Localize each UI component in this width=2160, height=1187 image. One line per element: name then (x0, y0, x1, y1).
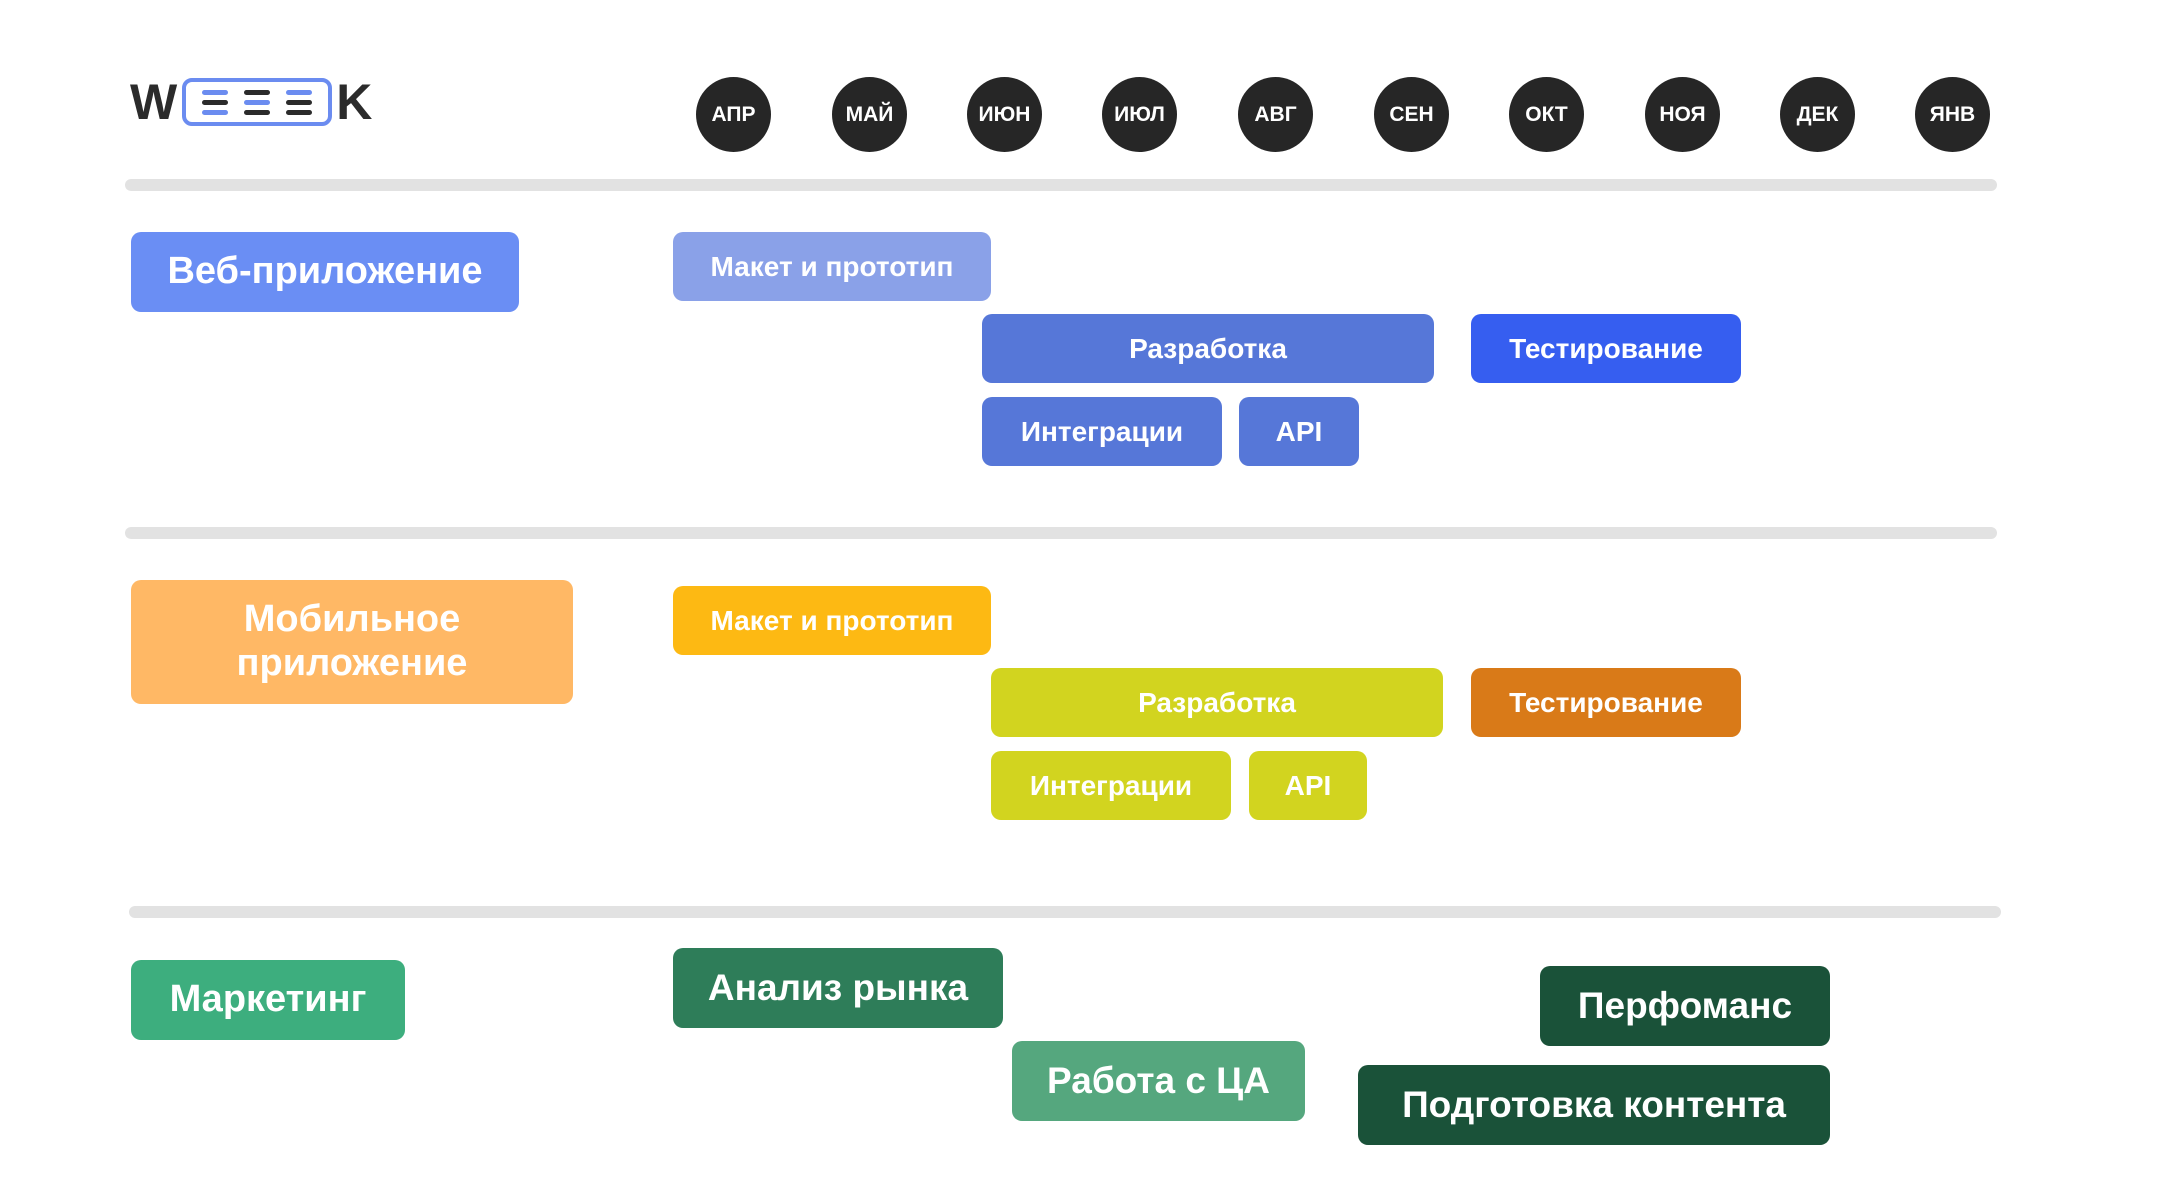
month-oct: ОКТ (1509, 77, 1584, 152)
month-jan: ЯНВ (1915, 77, 1990, 152)
web-task-integrations: Интеграции (982, 397, 1222, 466)
month-aug: АВГ (1238, 77, 1313, 152)
logo-box-icon (182, 78, 333, 126)
month-dec: ДЕК (1780, 77, 1855, 152)
marketing-task-audience: Работа с ЦА (1012, 1041, 1305, 1121)
month-jul: ИЮЛ (1102, 77, 1177, 152)
mobile-task-dev: Разработка (991, 668, 1443, 737)
web-task-api: API (1239, 397, 1359, 466)
web-task-mockup: Макет и прототип (673, 232, 991, 301)
month-apr: АПР (696, 77, 771, 152)
mobile-task-test: Тестирование (1471, 668, 1741, 737)
weeek-logo: W K (130, 72, 373, 132)
category-web-app: Веб-приложение (131, 232, 519, 312)
marketing-task-performance: Перфоманс (1540, 966, 1830, 1046)
separator-top (125, 179, 1997, 191)
category-mobile-app: Мобильное приложение (131, 580, 573, 704)
web-task-test: Тестирование (1471, 314, 1741, 383)
separator-middle (125, 527, 1997, 539)
logo-letter-k: K (336, 74, 374, 130)
marketing-task-analysis: Анализ рынка (673, 948, 1003, 1028)
web-task-dev: Разработка (982, 314, 1434, 383)
mobile-task-integrations: Интеграции (991, 751, 1231, 820)
category-marketing: Маркетинг (131, 960, 405, 1040)
month-sep: СЕН (1374, 77, 1449, 152)
month-jun: ИЮН (967, 77, 1042, 152)
mobile-task-api: API (1249, 751, 1367, 820)
mobile-task-mockup: Макет и прототип (673, 586, 991, 655)
marketing-task-content: Подготовка контента (1358, 1065, 1830, 1145)
month-nov: НОЯ (1645, 77, 1720, 152)
logo-letter-w: W (130, 74, 179, 130)
separator-bottom (129, 906, 2001, 918)
month-may: МАЙ (832, 77, 907, 152)
